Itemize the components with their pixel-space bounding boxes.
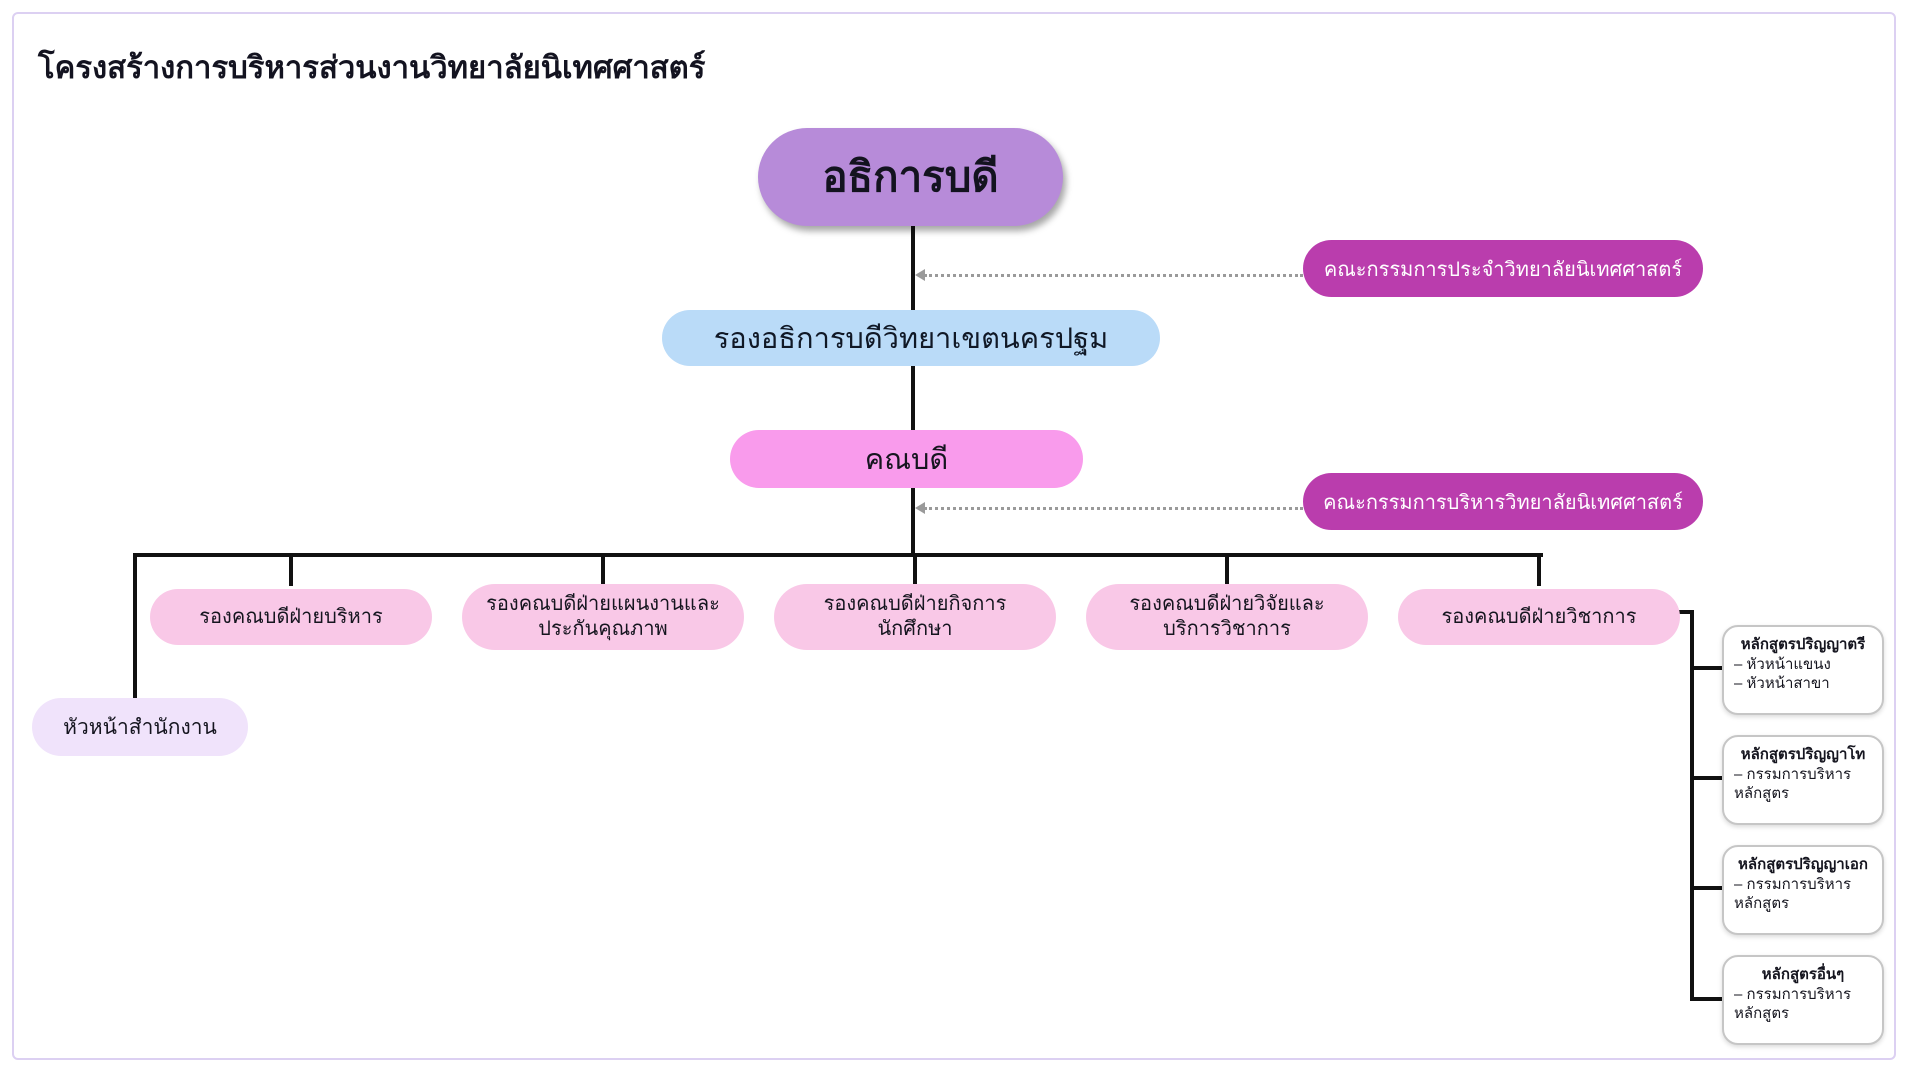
node-vice-dean-planning-qa: รองคณบดีฝ่ายแผนงานและ ประกันคุณภาพ — [462, 584, 744, 650]
connector-academic-branch — [1676, 610, 1694, 614]
program-title: หลักสูตรปริญญาตรี — [1740, 636, 1866, 653]
program-title: หลักสูตรอื่นๆ — [1761, 966, 1845, 983]
program-title: หลักสูตรปริญญาเอก — [1738, 856, 1868, 873]
node-office-head: หัวหน้าสำนักงาน — [32, 698, 248, 756]
connector-stub-dept-2 — [601, 553, 605, 586]
connector-horizontal-main — [133, 553, 1543, 557]
program-item: – กรรมการบริหาร หลักสูตร — [1734, 765, 1852, 803]
node-standing-committee: คณะกรรมการประจำวิทยาลัยนิเทศศาสตร์ — [1303, 240, 1703, 297]
connector-programs-vertical — [1690, 610, 1694, 1001]
dotted-line-executive-committee — [924, 507, 1303, 510]
connector-stub-dept-3 — [913, 553, 917, 586]
node-program-doctoral: หลักสูตรปริญญาเอก – กรรมการบริหาร หลักสู… — [1722, 845, 1884, 935]
node-program-other: หลักสูตรอื่นๆ – กรรมการบริหาร หลักสูตร — [1722, 955, 1884, 1045]
connector-president-vp — [911, 226, 915, 312]
connector-stub-dept-4 — [1225, 553, 1229, 586]
connector-stub-program-4 — [1690, 997, 1722, 1001]
program-item: – กรรมการบริหาร หลักสูตร — [1734, 985, 1852, 1023]
node-president: อธิการบดี — [758, 128, 1063, 226]
node-vice-dean-administration: รองคณบดีฝ่ายบริหาร — [150, 589, 432, 645]
arrow-left-icon — [915, 269, 925, 281]
arrow-left-icon — [915, 502, 925, 514]
node-program-bachelor: หลักสูตรปริญญาตรี – หัวหน้าแขนง – หัวหน้… — [1722, 625, 1884, 715]
node-vice-president: รองอธิการบดีวิทยาเขตนครปฐม — [662, 310, 1160, 366]
node-vice-dean-academic: รองคณบดีฝ่ายวิชาการ — [1398, 589, 1680, 645]
dotted-line-standing-committee — [924, 274, 1303, 277]
connector-office-head-drop — [133, 553, 137, 700]
node-program-master: หลักสูตรปริญญาโท – กรรมการบริหาร หลักสูต… — [1722, 735, 1884, 825]
program-item: – หัวหน้าแขนง — [1734, 655, 1831, 673]
connector-stub-dept-1 — [289, 553, 293, 586]
program-item: – หัวหน้าสาขา — [1734, 675, 1830, 693]
connector-stub-program-1 — [1690, 666, 1722, 670]
connector-dean-row — [911, 488, 915, 555]
connector-stub-dept-5 — [1537, 553, 1541, 586]
connector-stub-program-3 — [1690, 886, 1722, 890]
node-vice-dean-research-services: รองคณบดีฝ่ายวิจัยและ บริการวิชาการ — [1086, 584, 1368, 650]
node-vice-dean-student-affairs: รองคณบดีฝ่ายกิจการ นักศึกษา — [774, 584, 1056, 650]
node-executive-committee: คณะกรรมการบริหารวิทยาลัยนิเทศศาสตร์ — [1303, 473, 1703, 530]
program-title: หลักสูตรปริญญาโท — [1740, 746, 1866, 763]
node-dean: คณบดี — [730, 430, 1083, 488]
connector-vp-dean — [911, 365, 915, 432]
connector-stub-program-2 — [1690, 776, 1722, 780]
program-item: – กรรมการบริหาร หลักสูตร — [1734, 875, 1852, 913]
page-title: โครงสร้างการบริหารส่วนงานวิทยาลัยนิเทศศา… — [38, 50, 706, 85]
